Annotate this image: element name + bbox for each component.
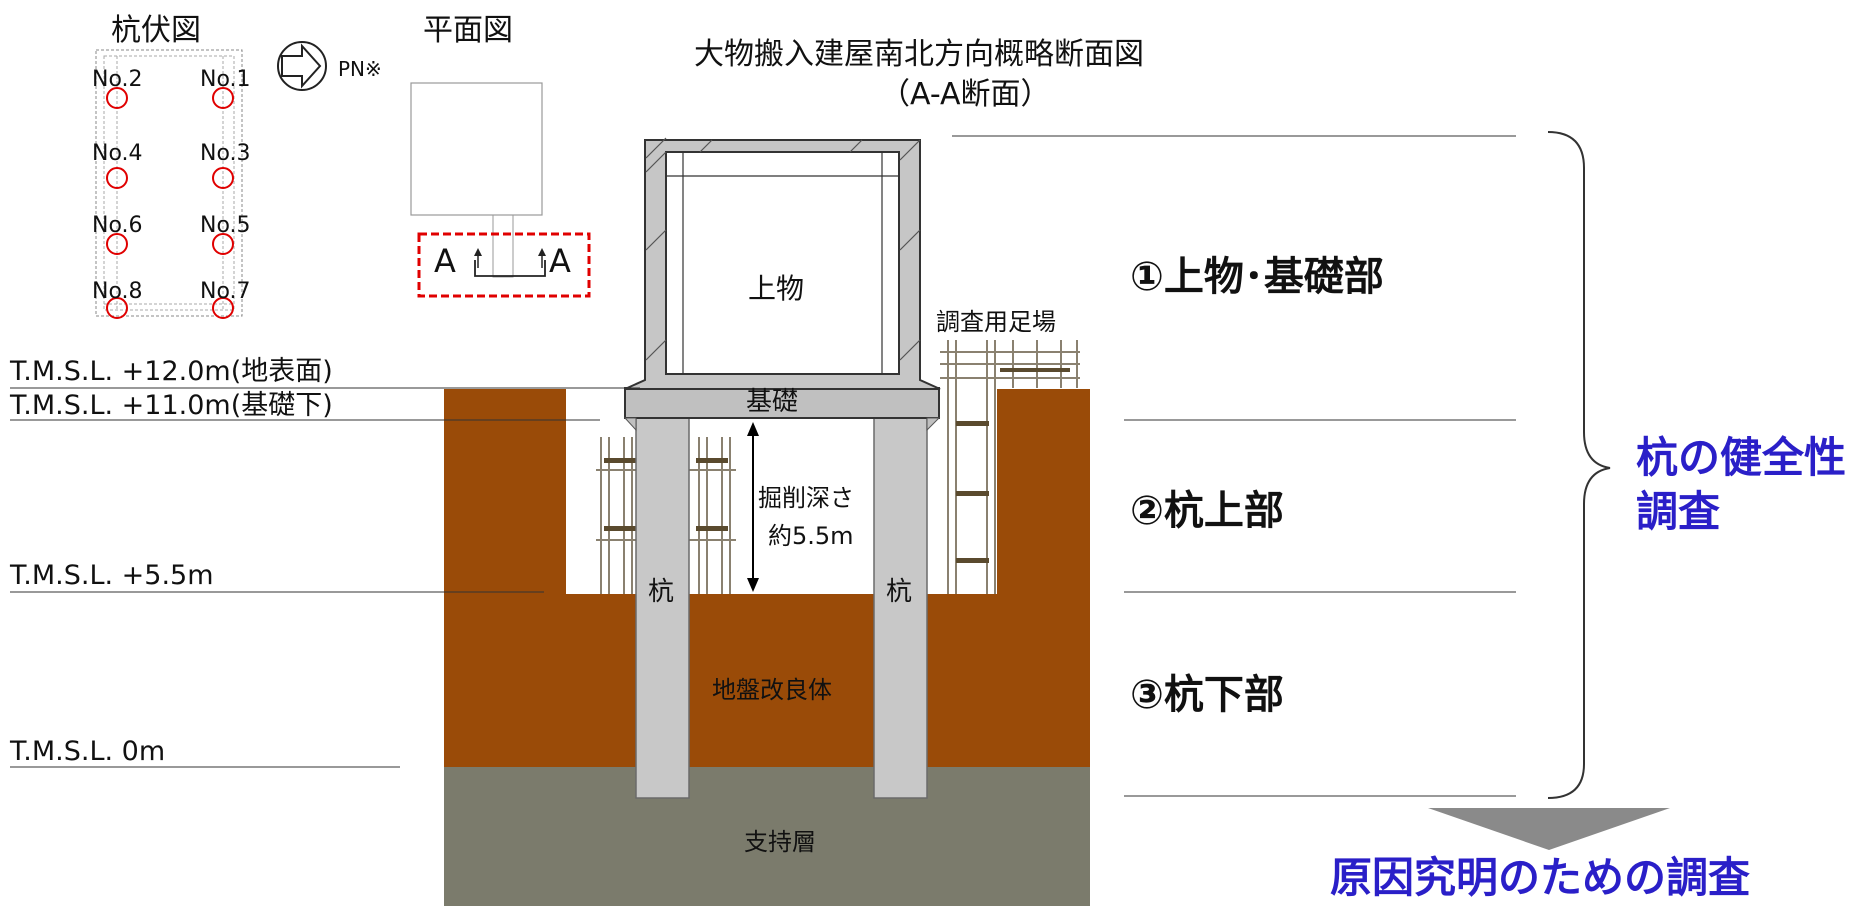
foundation-label: 基礎 <box>746 387 798 417</box>
level-label: T.M.S.L. 0m <box>9 736 165 767</box>
pile-left <box>635 416 690 799</box>
excavation-depth-value: 約5.5m <box>768 522 854 550</box>
down-arrow <box>1428 808 1670 850</box>
pile-plan <box>95 49 243 319</box>
section-mark-left: A <box>434 242 456 280</box>
level-label: T.M.S.L. +11.0m(基礎下) <box>9 390 333 421</box>
pile-label: No.8 <box>92 279 143 304</box>
cause-investigation-label: 原因究明のための調査 <box>1330 853 1750 902</box>
bearing-layer <box>444 767 1090 906</box>
superstructure <box>624 139 941 390</box>
scaffold-label: 調査用足場 <box>936 308 1056 336</box>
soil-left-wall <box>444 389 566 595</box>
north-arrow-icon <box>277 41 327 91</box>
zone-brace <box>1547 131 1611 799</box>
scaffold-right <box>940 340 1080 594</box>
pile-right <box>873 416 928 799</box>
pile-left-label: 杭 <box>648 577 674 607</box>
improved-ground-label: 地盤改良体 <box>712 676 832 704</box>
pile-label: No.3 <box>200 141 251 166</box>
level-label: T.M.S.L. +12.0m(地表面) <box>9 356 333 387</box>
floor-plan-title: 平面図 <box>423 13 513 48</box>
pile-label: No.5 <box>200 213 251 238</box>
section-title: 大物搬入建屋南北方向概略断面図 <box>694 37 1144 72</box>
pile-soundness-label: 杭の健全性 <box>1636 433 1846 482</box>
pile-label: No.7 <box>200 279 251 304</box>
pile-plan-title: 杭伏図 <box>111 13 201 48</box>
pile-label: No.1 <box>200 67 251 92</box>
excavation-depth-arrow <box>747 422 759 592</box>
zone-3-label: ③杭下部 <box>1130 672 1284 718</box>
section-mark-right: A <box>549 242 571 280</box>
pile-label: No.2 <box>92 67 143 92</box>
zone-1-label: ①上物･基礎部 <box>1130 254 1384 300</box>
section-subtitle: （A-A断面） <box>880 77 1051 112</box>
pile-right-label: 杭 <box>886 577 912 607</box>
pile-label: No.4 <box>92 141 143 166</box>
soil-right-wall <box>997 389 1090 595</box>
excavation-depth-label: 掘削深さ <box>758 484 854 512</box>
pile-label: No.6 <box>92 213 143 238</box>
level-label: T.M.S.L. +5.5m <box>9 560 214 591</box>
superstructure-label: 上物 <box>748 272 804 305</box>
pile-soundness-label: 調査 <box>1636 487 1720 536</box>
north-label: PN※ <box>338 57 382 81</box>
soil-bottom <box>444 594 1090 767</box>
zone-2-label: ②杭上部 <box>1130 488 1284 534</box>
floor-plan <box>410 82 591 298</box>
bearing-layer-label: 支持層 <box>744 828 816 856</box>
